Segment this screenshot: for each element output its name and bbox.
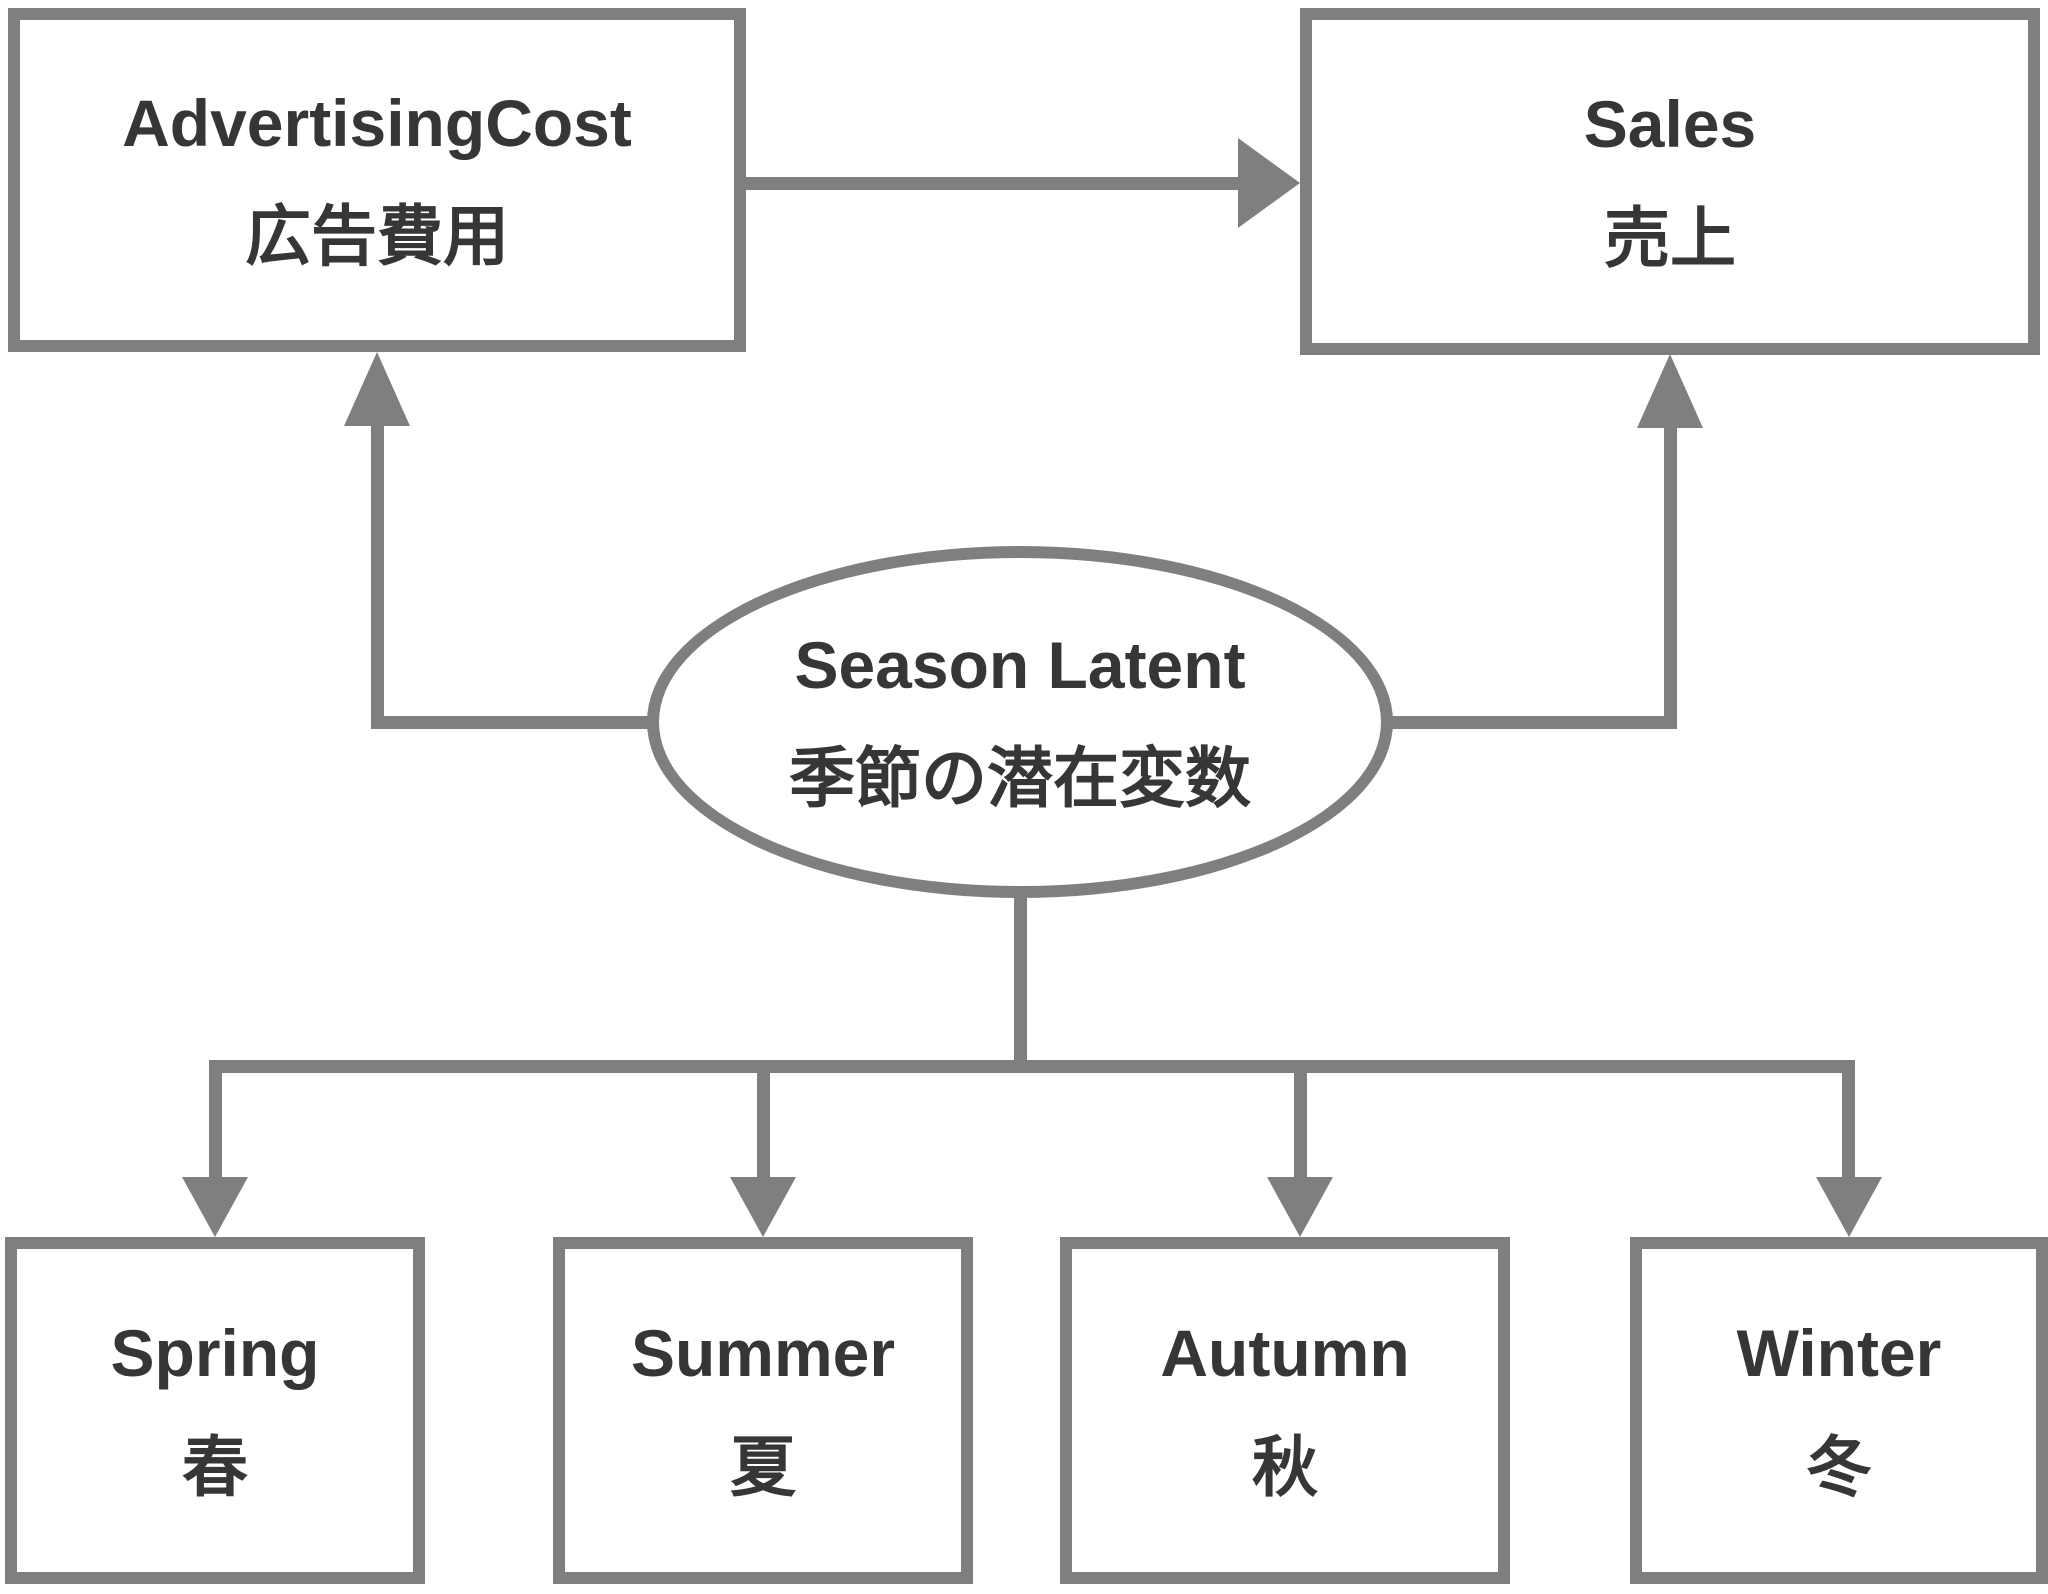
node-summer: Summer 夏 [553, 1237, 973, 1584]
edge-season-to-adcost-arrowhead-icon [344, 352, 410, 426]
season-latent-label-en: Season Latent [794, 627, 1246, 702]
edge-season-to-summer-vline [757, 1073, 770, 1180]
node-winter: Winter 冬 [1630, 1237, 2048, 1584]
edge-season-to-autumn-arrowhead-icon [1267, 1177, 1333, 1237]
edge-season-to-spring-arrowhead-icon [182, 1177, 248, 1237]
autumn-label-ja: 秋 [1252, 1429, 1318, 1504]
edge-season-to-sales-vline [1664, 424, 1677, 729]
summer-label-ja: 夏 [730, 1429, 796, 1504]
edge-season-to-sales-hline [1385, 716, 1677, 729]
spring-label-ja: 春 [182, 1429, 248, 1504]
edge-adcost-to-sales-arrowhead-icon [1238, 138, 1300, 228]
winter-label-en: Winter [1736, 1316, 1942, 1391]
node-spring: Spring 春 [5, 1237, 425, 1584]
edge-season-stem-vline [1014, 880, 1027, 1073]
node-sales: Sales 売上 [1300, 8, 2040, 355]
season-latent-label-ja: 季節の潜在変数 [789, 741, 1251, 815]
advertising-cost-label-ja: 広告費用 [245, 199, 509, 273]
autumn-label-en: Autumn [1160, 1316, 1410, 1391]
edge-season-to-summer-arrowhead-icon [730, 1177, 796, 1237]
edge-season-distribution-hline [209, 1060, 1855, 1073]
edge-season-to-adcost-vline [371, 424, 384, 729]
node-autumn: Autumn 秋 [1060, 1237, 1510, 1584]
edge-adcost-to-sales-line [746, 177, 1238, 190]
advertising-cost-label-en: AdvertisingCost [122, 85, 632, 160]
node-season-latent: Season Latent 季節の潜在変数 [647, 546, 1393, 898]
edge-season-to-autumn-vline [1294, 1073, 1307, 1180]
spring-label-en: Spring [110, 1316, 320, 1391]
edge-season-to-spring-vline [209, 1073, 222, 1180]
edge-season-to-sales-arrowhead-icon [1637, 354, 1703, 428]
sales-label-ja: 売上 [1604, 200, 1736, 275]
node-advertising-cost: AdvertisingCost 広告費用 [8, 8, 746, 352]
summer-label-en: Summer [630, 1316, 896, 1391]
edge-season-to-winter-vline [1842, 1073, 1855, 1180]
edge-season-to-adcost-hline [371, 716, 657, 729]
edge-season-to-winter-arrowhead-icon [1816, 1177, 1882, 1237]
sales-label-en: Sales [1583, 87, 1757, 162]
winter-label-ja: 冬 [1806, 1429, 1872, 1504]
